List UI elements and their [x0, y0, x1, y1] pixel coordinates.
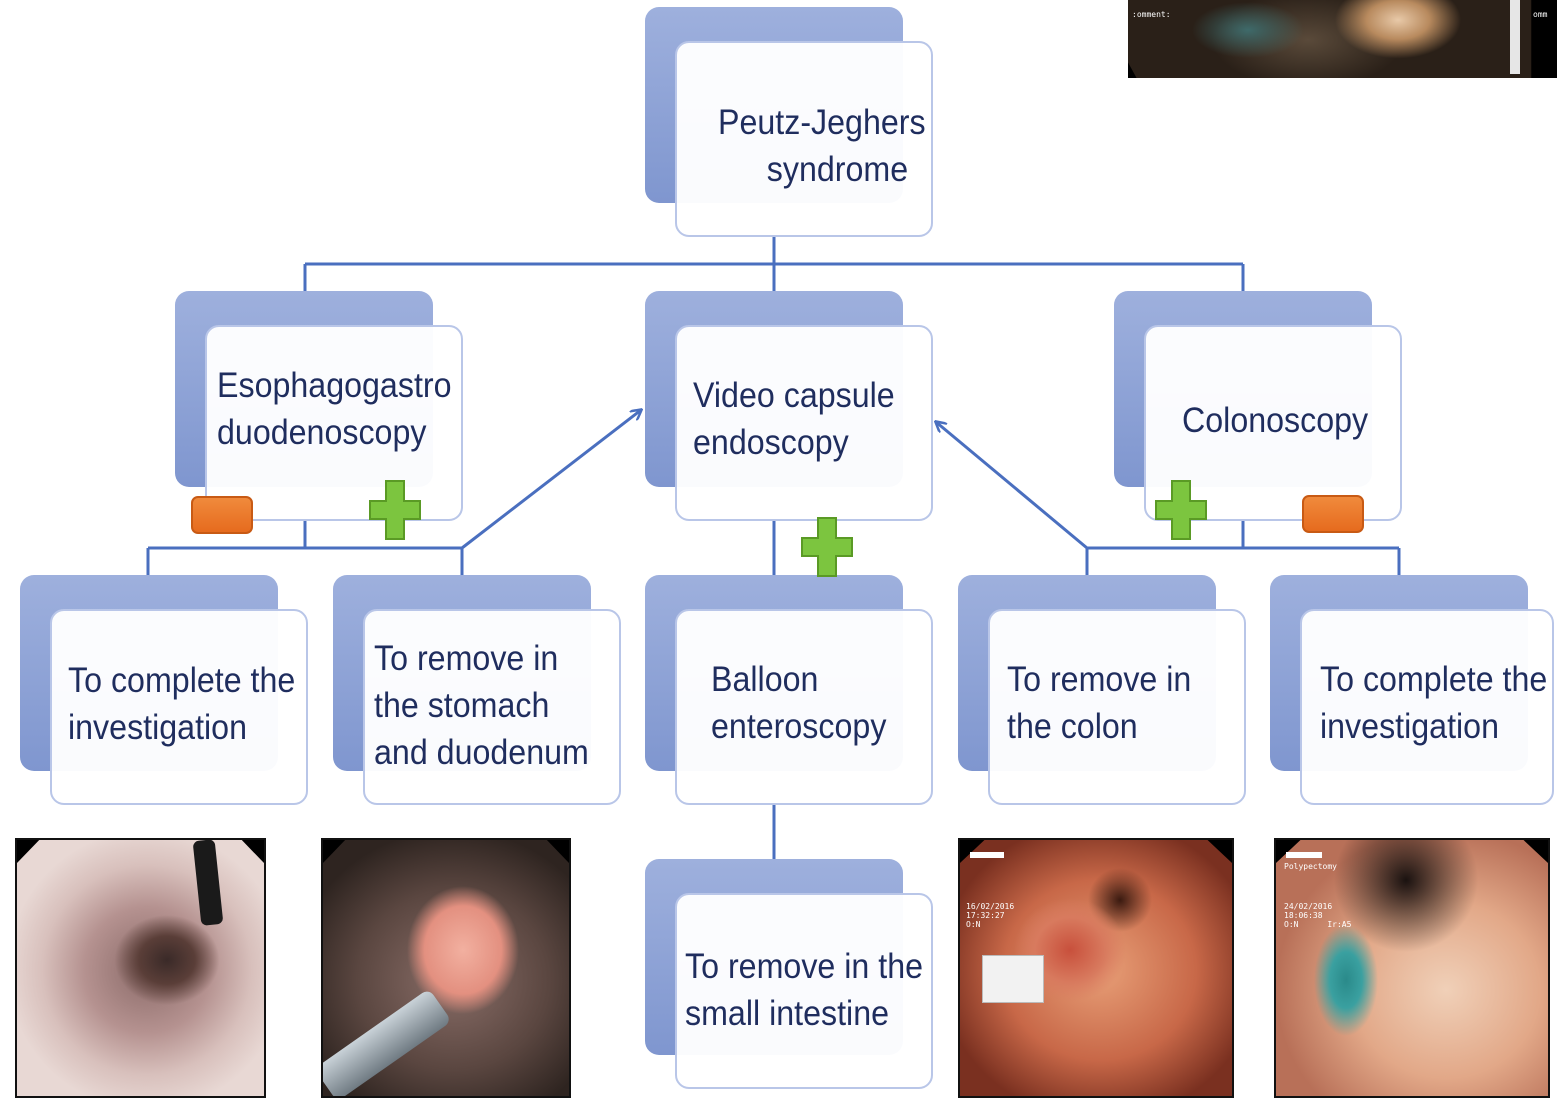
photo-overlay-text: :omment: — [1132, 10, 1171, 19]
arrow-egd-to-vce — [462, 410, 641, 548]
node-label-line: Balloon — [711, 656, 886, 703]
node-label-line: and duodenum — [374, 729, 589, 776]
node-label-line: To complete the — [1320, 656, 1547, 703]
node-label-line: the colon — [1007, 703, 1191, 750]
arrow-colon-to-vce — [936, 422, 1087, 548]
node-label-line: duodenoscopy — [217, 409, 452, 456]
node-label-line: To complete the — [68, 657, 295, 704]
node-label-line: To remove in — [374, 635, 589, 682]
node-label-line: Peutz-Jeghers — [693, 99, 951, 146]
endoscopy-image-colon-polyp: 16/02/2016 17:32:27 O:N — [958, 838, 1234, 1098]
node-label-line: Esophagogastro — [217, 362, 452, 409]
node-label-line: Colonoscopy — [1182, 397, 1368, 444]
minus-badge-egd — [191, 496, 253, 534]
node-label-line: syndrome — [693, 146, 951, 193]
node-label-line: To remove in — [1007, 656, 1191, 703]
node-label-line: endoscopy — [693, 419, 895, 466]
node-label-line: Video capsule — [693, 372, 895, 419]
minus-badge-colonoscopy — [1302, 495, 1364, 533]
endoscopy-image-stomach — [15, 838, 266, 1098]
node-label-line: enteroscopy — [711, 703, 886, 750]
node-label-line: the stomach — [374, 682, 589, 729]
plus-badge-vce — [800, 516, 854, 578]
plus-badge-egd — [368, 479, 422, 541]
node-label-line: investigation — [1320, 703, 1547, 750]
photo-overlay-text: 24/02/2016 18:06:38 O:N Ir:A5 — [1284, 902, 1351, 929]
photo-overlay-text: 16/02/2016 17:32:27 O:N — [966, 902, 1014, 929]
endoscopy-image-colon-polypectomy: Polypectomy 24/02/2016 18:06:38 O:N Ir:A… — [1274, 838, 1550, 1098]
endoscopy-image-duodenum — [321, 838, 571, 1098]
node-label-line: investigation — [68, 704, 295, 751]
photo-overlay-text: Polypectomy — [1284, 862, 1337, 871]
endoscopy-image-top-right: :omment: omm — [1128, 0, 1557, 78]
photo-overlay-text: omm — [1533, 10, 1547, 19]
node-label-line: To remove in the — [685, 943, 923, 990]
plus-badge-colonoscopy — [1154, 479, 1208, 541]
node-label-line: small intestine — [685, 990, 923, 1037]
